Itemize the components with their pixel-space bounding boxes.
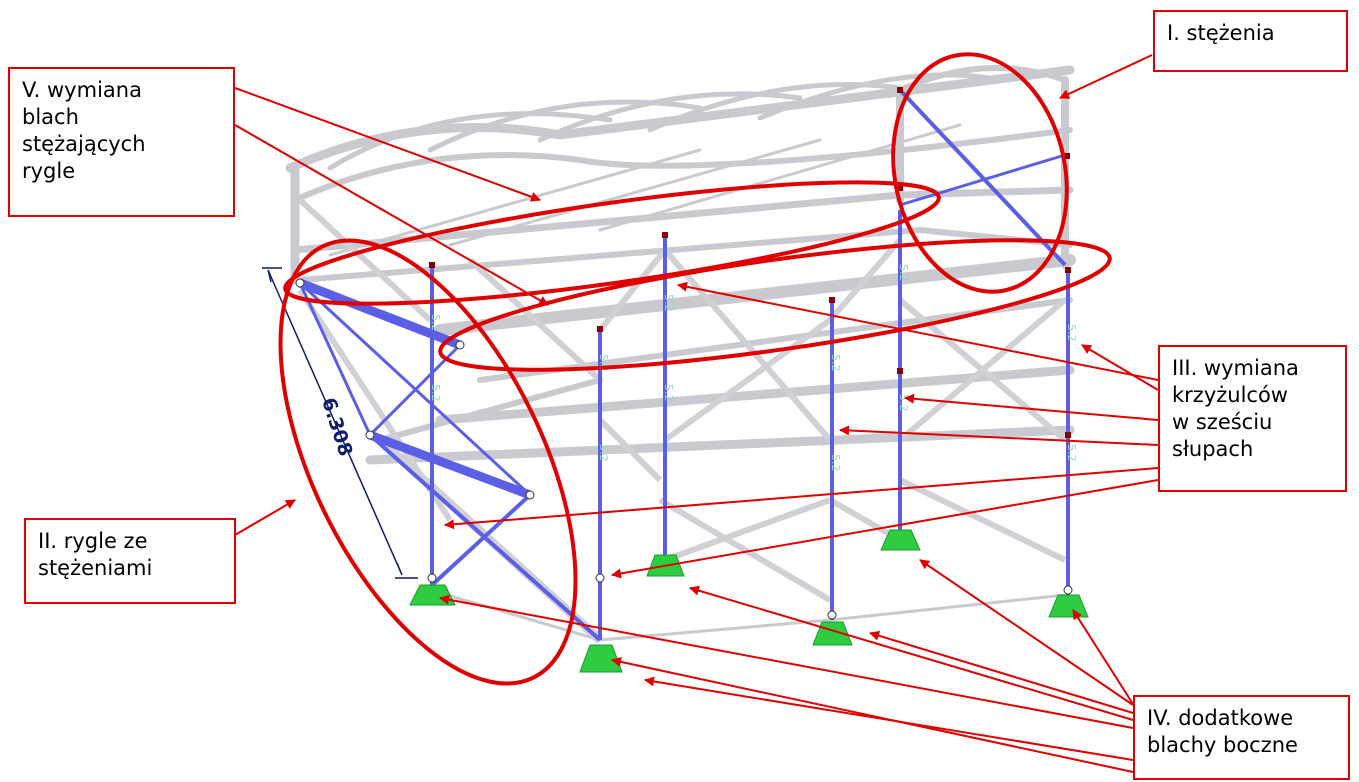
- arrow-c5b: [234, 124, 549, 306]
- nodes: [295, 278, 1073, 620]
- arrow-c4d: [439, 594, 1134, 729]
- arrow-c2: [234, 499, 296, 536]
- roof-frame: [285, 65, 1076, 465]
- svg-text:5.2: 5.2: [429, 314, 442, 332]
- svg-text:5.2: 5.2: [597, 444, 610, 462]
- arrow-c4c: [689, 585, 1134, 721]
- svg-text:5.2: 5.2: [829, 454, 842, 472]
- svg-text:5.2: 5.2: [1065, 444, 1078, 462]
- svg-text:5.2: 5.2: [662, 294, 675, 312]
- side-bracing: [298, 88, 1067, 642]
- arrow-c4g: [1072, 609, 1134, 705]
- ellipse-bracing: [891, 52, 1069, 294]
- svg-text:5.2: 5.2: [1065, 324, 1078, 342]
- arrow-c3f: [611, 479, 1159, 579]
- svg-text:5.2: 5.2: [897, 394, 910, 412]
- callout-rails-with-bracing: II. rygle ze stężeniami: [24, 518, 236, 604]
- support-1: [409, 584, 456, 606]
- arrow-c3b: [1081, 344, 1159, 391]
- arrow-c3e: [444, 467, 1159, 530]
- ellipse-rail-plates: [438, 238, 1112, 372]
- ellipse-roof-plates: [283, 180, 941, 306]
- support-6: [1048, 594, 1089, 618]
- svg-text:5.2: 5.2: [429, 384, 442, 402]
- red-markers: [429, 87, 1071, 438]
- svg-text:5.2: 5.2: [829, 354, 842, 372]
- arrow-c1: [1059, 54, 1153, 99]
- support-2: [579, 644, 623, 673]
- callout-diagonal-replacement: III. wymiana krzyżulców w sześciu słupac…: [1158, 345, 1347, 492]
- svg-text:5.2: 5.2: [897, 264, 910, 282]
- dimension-line: [262, 267, 418, 579]
- column-labels: 5.2 5.2 5.2 5.2 5.2 5.2 5.2 5.2 5.2 5.2 …: [429, 264, 1078, 472]
- arrow-c4b: [869, 630, 1134, 714]
- columns: [430, 210, 1070, 640]
- annotation-ellipses: [278, 52, 1112, 686]
- arrow-c5a: [234, 87, 541, 202]
- arrow-c4f: [611, 657, 1134, 773]
- annotation-arrows: [234, 54, 1159, 773]
- arrow-c4a: [919, 559, 1134, 706]
- arrow-c3d: [839, 425, 1159, 446]
- support-5: [880, 529, 921, 551]
- callout-plate-replacement: V. wymiana blach stężających rygle: [8, 67, 235, 217]
- callout-bracing: I. stężenia: [1153, 10, 1348, 72]
- svg-text:5.2: 5.2: [662, 384, 675, 402]
- ellipse-rails-bracing: [278, 238, 578, 686]
- arrow-c3a: [677, 281, 1159, 381]
- callout-side-plates: IV. dodatkowe blachy boczne: [1133, 695, 1350, 780]
- arrow-c3c: [904, 393, 1159, 421]
